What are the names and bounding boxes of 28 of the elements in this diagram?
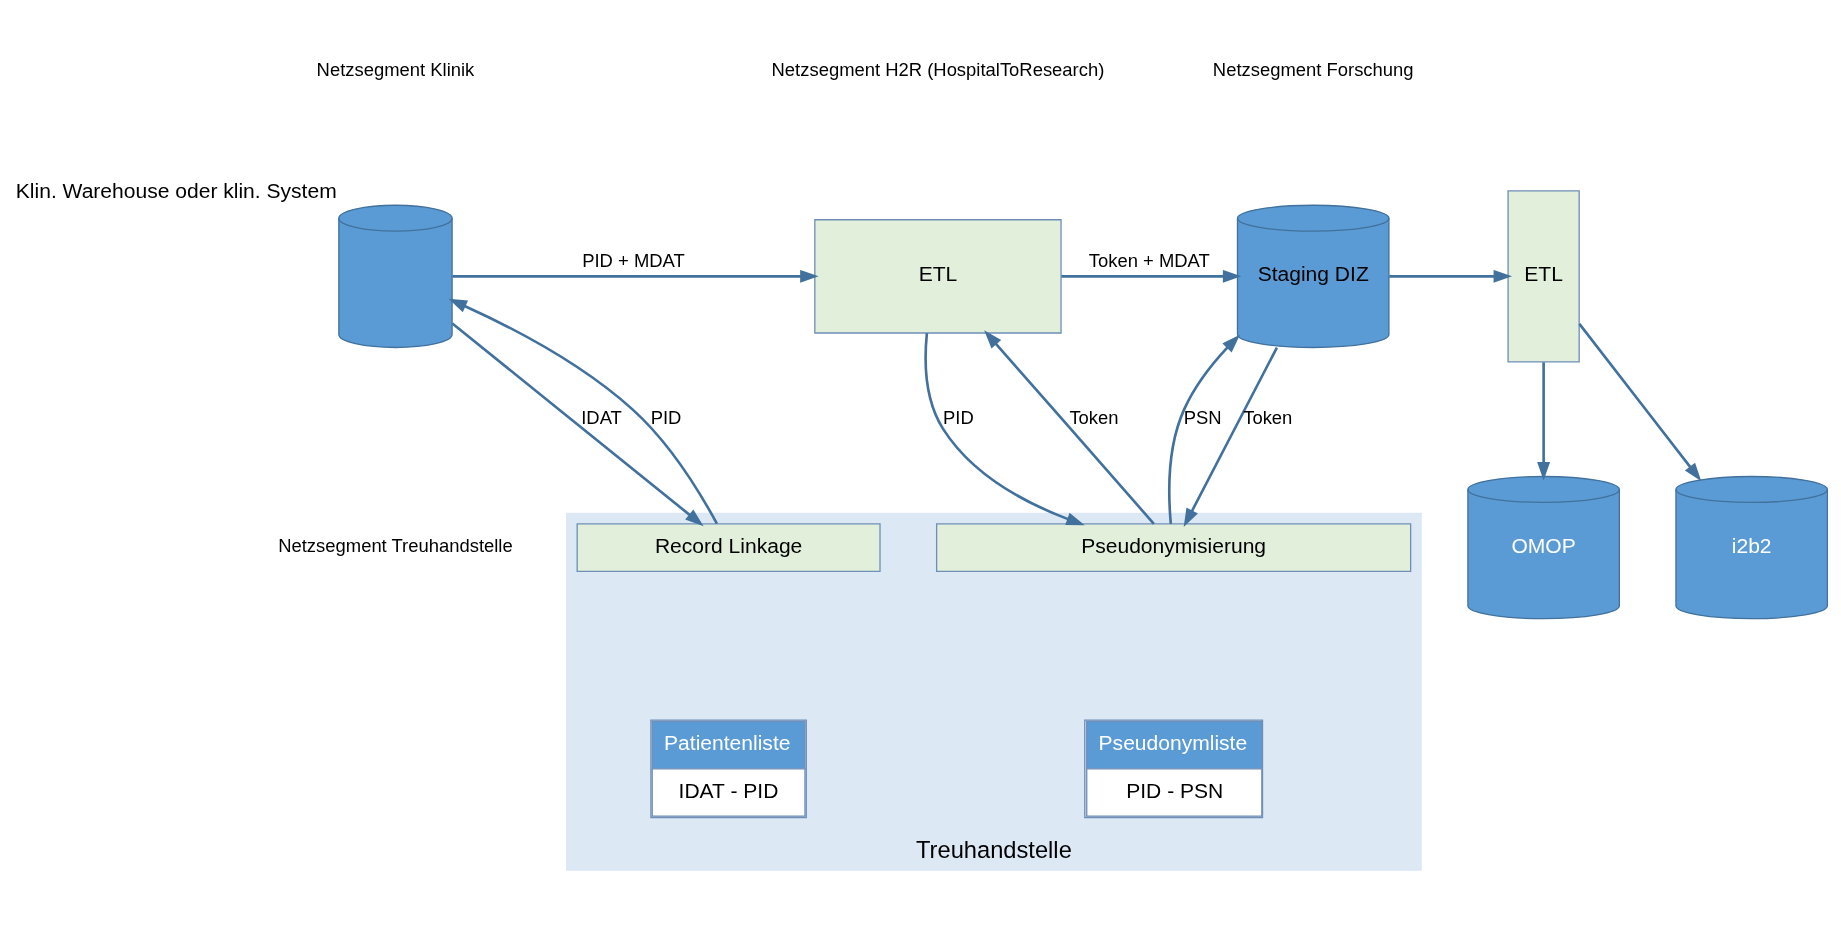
arrow: [451, 322, 704, 527]
edge-label: PID + MDAT: [582, 250, 685, 272]
edge-label: Token: [1069, 407, 1119, 429]
edge-label: PID: [650, 407, 682, 429]
label: Netzsegment H2R (HospitalToResearch): [771, 58, 1105, 80]
arrow: [1578, 323, 1702, 482]
edge-label: IDAT: [581, 407, 622, 429]
arrow: [452, 269, 819, 283]
arrow: [924, 333, 1085, 526]
node-box: ETL: [1507, 190, 1580, 363]
node-box: Pseudonymisierung: [935, 523, 1412, 572]
node-box: ETL: [814, 219, 1062, 334]
edge-label: PID: [943, 407, 974, 429]
node-box: Record Linkage: [576, 523, 881, 572]
node-label: Klin. Warehouse oder klin. System: [15, 179, 337, 203]
edge-label: PSN: [1183, 407, 1222, 429]
arrow: [1389, 269, 1513, 283]
arrow: [1537, 362, 1551, 481]
arrow: [1183, 346, 1279, 527]
edge-label: Token: [1243, 407, 1293, 429]
label: Netzsegment Klinik: [316, 58, 475, 80]
label: Netzsegment Treuhandstelle: [278, 535, 513, 557]
arrow: [448, 298, 719, 525]
arrow: [1061, 269, 1242, 283]
arrow: [984, 330, 1155, 525]
label: Netzsegment Forschung: [1212, 58, 1414, 80]
edge-label: Token + MDAT: [1088, 250, 1210, 272]
arrow: [1168, 334, 1240, 524]
